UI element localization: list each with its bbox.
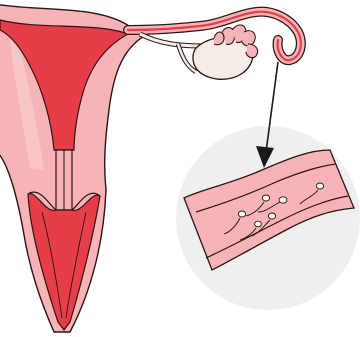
fimbria-5 — [246, 44, 258, 58]
fimbria-4 — [214, 32, 224, 45]
ovary — [193, 25, 258, 79]
uterus — [0, 4, 148, 332]
